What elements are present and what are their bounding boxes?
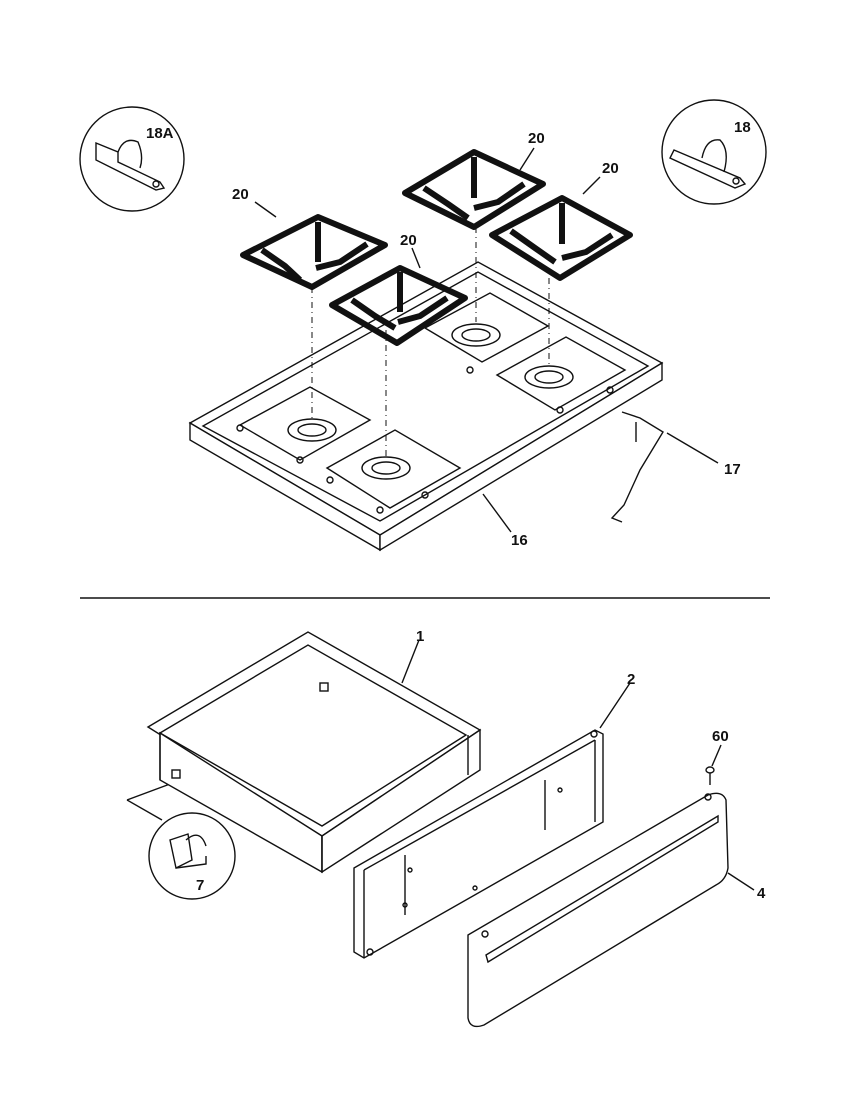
drawer-front-panel: [467, 792, 729, 1028]
drawer-back-panel: [353, 729, 604, 959]
callout-20-front-left: 20: [232, 186, 249, 203]
callout-17: 17: [724, 461, 741, 478]
burner-grate-rear-left: [402, 149, 546, 230]
screw: [705, 766, 715, 785]
detail-circle-18a: [79, 106, 185, 212]
callout-18a: 18A: [146, 125, 174, 142]
burner-grate-front-left: [240, 214, 388, 290]
callout-20-rear-left: 20: [528, 130, 545, 147]
burner-grate-front-right: [329, 265, 468, 346]
callout-16: 16: [511, 532, 528, 549]
callout-18: 18: [734, 119, 751, 136]
detail-circle-7: [126, 783, 236, 900]
cooktop-top-panel: [188, 261, 664, 552]
drawer-box: [146, 631, 482, 874]
callout-60: 60: [712, 728, 729, 745]
support-rod: [610, 411, 664, 523]
callout-2: 2: [627, 671, 635, 688]
callout-20-front-right: 20: [400, 232, 417, 249]
callout-20-rear-right: 20: [602, 160, 619, 177]
callout-1: 1: [416, 628, 424, 645]
burner-grate-rear-right: [489, 195, 633, 281]
callout-4: 4: [757, 885, 766, 902]
detail-circle-18: [661, 99, 767, 205]
callout-7: 7: [196, 877, 204, 894]
